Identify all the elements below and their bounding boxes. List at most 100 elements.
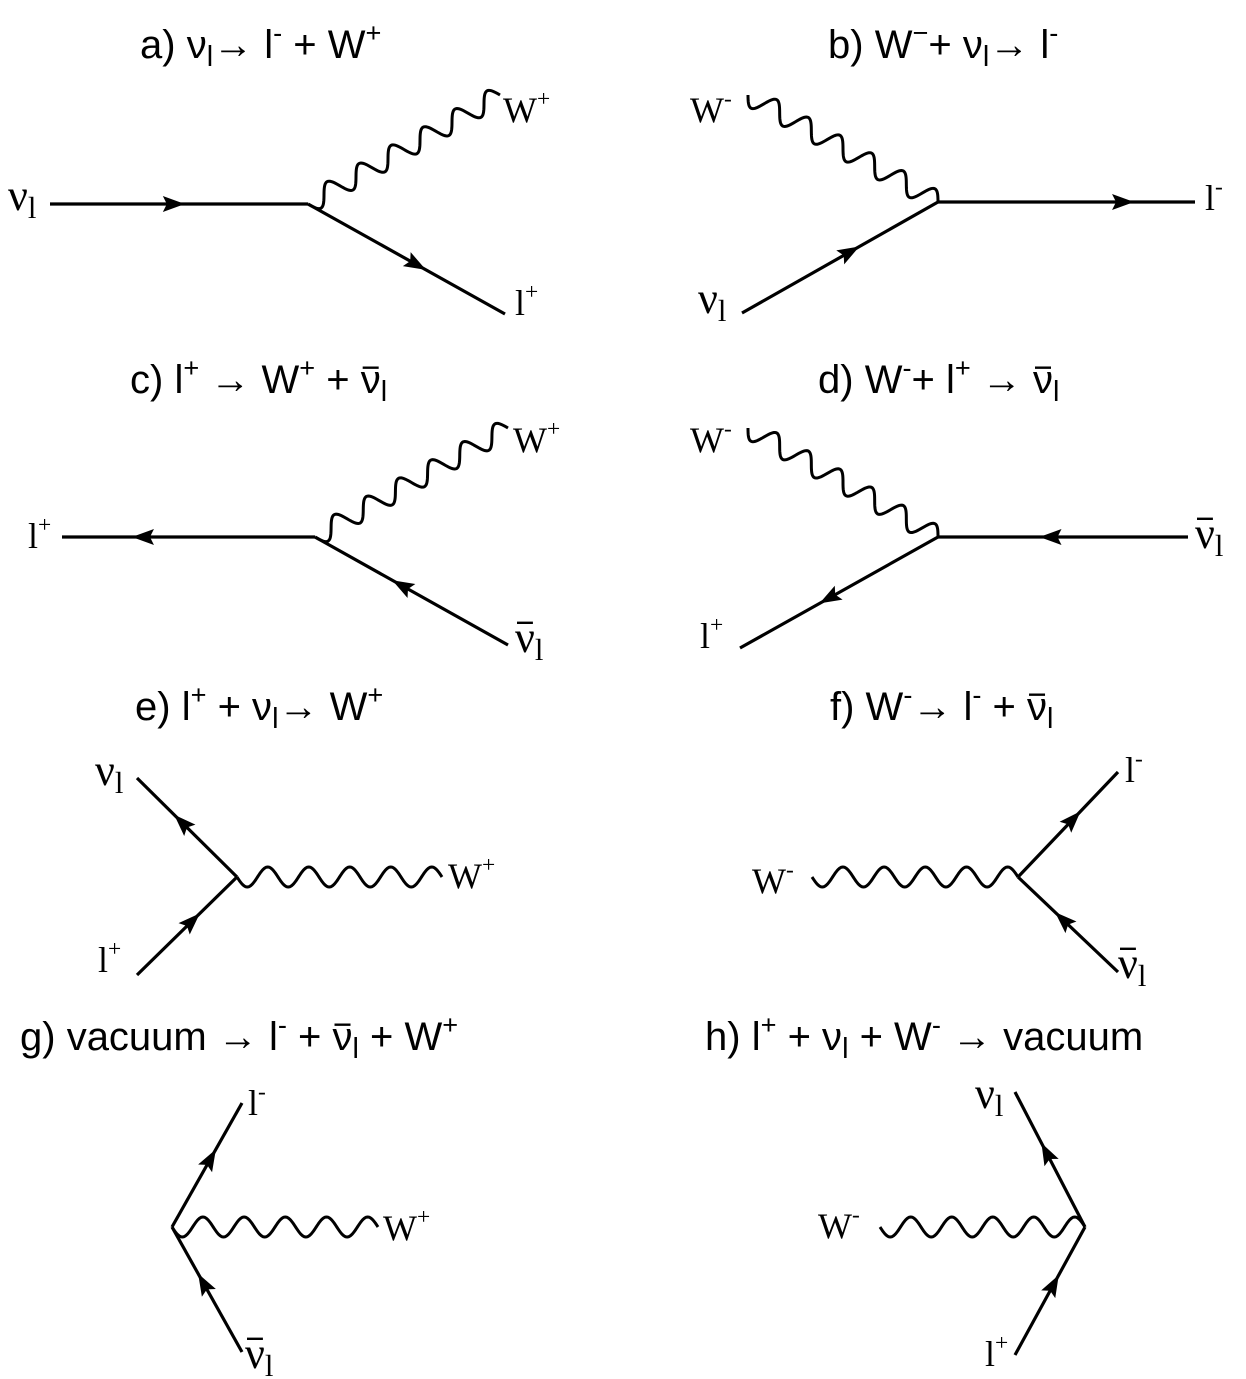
fermion-line-f-1 xyxy=(1016,770,1120,879)
label-b-w: W- xyxy=(690,86,732,130)
label-d-w: W- xyxy=(690,416,732,460)
label-g-w-text: W+ xyxy=(383,1204,430,1248)
fermion-line-c-2 xyxy=(314,535,509,647)
diagram-lines xyxy=(50,88,1195,1356)
fermion-line-e-2 xyxy=(135,875,239,977)
label-c-nu-text: νl xyxy=(515,613,543,667)
label-b-nu: νl xyxy=(698,274,726,328)
fermion-line-e-1-arrow xyxy=(174,814,196,836)
w-boson-line-g xyxy=(170,1215,380,1239)
fermion-line-a-2-arrow xyxy=(402,252,426,270)
label-b-lepton-text: l- xyxy=(1205,174,1223,218)
label-c-lepton-text: l+ xyxy=(28,512,51,556)
fermion-line-g-2 xyxy=(170,1226,244,1353)
diagram-d xyxy=(739,427,1188,650)
label-e-nu-text: νl xyxy=(95,746,123,800)
label-h-nu-text: νl xyxy=(975,1069,1003,1123)
label-c-nu: νl xyxy=(515,613,543,667)
label-f-w: W- xyxy=(752,857,794,901)
title-f: f) W-→ l- + νl xyxy=(830,679,1053,735)
fermion-line-e-1 xyxy=(135,776,239,879)
fermion-line-h-1-arrow xyxy=(1041,1142,1059,1167)
w-boson-line-c xyxy=(314,421,509,544)
label-c-w-text: W+ xyxy=(513,416,560,460)
label-h-w: W- xyxy=(818,1202,860,1246)
label-a-w: W+ xyxy=(503,86,550,130)
fermion-line-h-2-arrow xyxy=(1041,1274,1059,1299)
w-boson-line-b xyxy=(746,94,940,203)
fermion-line-b-2-arrow xyxy=(836,246,860,265)
label-g-lepton: l- xyxy=(248,1079,266,1123)
title-e: e) l+ + νl→ W+ xyxy=(135,679,383,735)
label-g-nu: νl xyxy=(245,1329,273,1379)
label-a-lepton: l+ xyxy=(515,279,538,323)
fermion-line-a-2 xyxy=(307,202,506,316)
fermion-line-d-1-arrow xyxy=(1039,529,1062,545)
w-boson-line-a xyxy=(307,88,501,211)
diagram-f xyxy=(810,770,1120,974)
label-b-w-text: W- xyxy=(690,86,732,130)
label-a-lepton-text: l+ xyxy=(515,279,538,323)
fermion-line-a-1-arrow xyxy=(162,196,185,212)
label-f-lepton: l- xyxy=(1125,746,1143,790)
fermion-line-d-2 xyxy=(739,535,939,650)
label-g-w: W+ xyxy=(383,1204,430,1248)
label-f-lepton-text: l- xyxy=(1125,746,1143,790)
label-h-lepton-text: l+ xyxy=(985,1330,1008,1374)
label-c-w: W+ xyxy=(513,416,560,460)
label-h-lepton: l+ xyxy=(985,1330,1008,1374)
label-f-nu-text: νl xyxy=(1118,939,1146,993)
label-d-nu-text: νl xyxy=(1195,509,1223,563)
label-g-lepton-text: l- xyxy=(248,1079,266,1123)
fermion-line-g-1 xyxy=(170,1102,244,1228)
fermion-line-c-1-arrow xyxy=(131,529,154,545)
fermion-line-h-1 xyxy=(1013,1091,1087,1228)
fermion-line-g-1-arrow xyxy=(198,1149,216,1173)
label-d-nu: νl xyxy=(1195,509,1223,563)
label-e-nu: νl xyxy=(95,746,123,800)
fermion-line-f-2-arrow xyxy=(1055,912,1077,934)
label-a-nu-text: νl xyxy=(8,171,36,225)
diagram-g xyxy=(170,1102,380,1353)
diagram-a xyxy=(50,88,506,316)
label-h-nu: νl xyxy=(975,1069,1003,1123)
fermion-line-c-2-arrow xyxy=(392,580,416,598)
label-a-nu: νl xyxy=(8,171,36,225)
title-c: c) l+ → W+ + νl xyxy=(130,352,387,408)
w-boson-line-f xyxy=(810,865,1020,889)
fermion-line-g-2-arrow xyxy=(198,1273,216,1297)
fermion-line-f-1-arrow xyxy=(1059,811,1081,833)
title-h: h) l+ + νl + W- → vacuum xyxy=(705,1009,1143,1065)
diagram-e xyxy=(135,776,444,977)
label-c-lepton: l+ xyxy=(28,512,51,556)
label-a-w-text: W+ xyxy=(503,86,550,130)
particle-labels: νlW+l+W-l-νll+W+νlW-νll+νlW+l+l-W-νll-W+… xyxy=(8,86,1223,1379)
label-e-w-text: W+ xyxy=(448,852,495,896)
w-boson-line-d xyxy=(746,427,940,538)
diagram-h xyxy=(878,1091,1087,1356)
label-g-nu-text: νl xyxy=(245,1329,273,1379)
label-d-lepton: l+ xyxy=(700,612,723,656)
label-b-lepton: l- xyxy=(1205,174,1223,218)
label-e-w: W+ xyxy=(448,852,495,896)
fermion-line-e-2-arrow xyxy=(178,913,200,935)
label-d-w-text: W- xyxy=(690,416,732,460)
fermion-line-b-2 xyxy=(741,200,939,315)
label-e-lepton: l+ xyxy=(98,936,121,980)
diagram-c xyxy=(62,421,509,647)
title-d: d) W-+ l+ → νl xyxy=(818,352,1059,408)
title-g: g) vacuum → l- + νl + W+ xyxy=(20,1009,458,1065)
label-e-lepton-text: l+ xyxy=(98,936,121,980)
diagram-titles: a) νl→ l- + W+ b) W−+ νl→ l-c) l+ → W+ + … xyxy=(20,17,1143,1065)
label-h-w-text: W- xyxy=(818,1202,860,1246)
w-boson-line-e xyxy=(235,865,444,889)
diagram-b xyxy=(741,94,1195,315)
w-boson-line-h xyxy=(878,1215,1087,1239)
fermion-line-b-1-arrow xyxy=(1112,194,1135,210)
title-a: a) νl→ l- + W+ xyxy=(140,17,381,73)
label-f-nu: νl xyxy=(1118,939,1146,993)
fermion-line-d-2-arrow xyxy=(819,585,843,604)
label-d-lepton-text: l+ xyxy=(700,612,723,656)
title-b: b) W−+ νl→ l- xyxy=(828,17,1058,73)
